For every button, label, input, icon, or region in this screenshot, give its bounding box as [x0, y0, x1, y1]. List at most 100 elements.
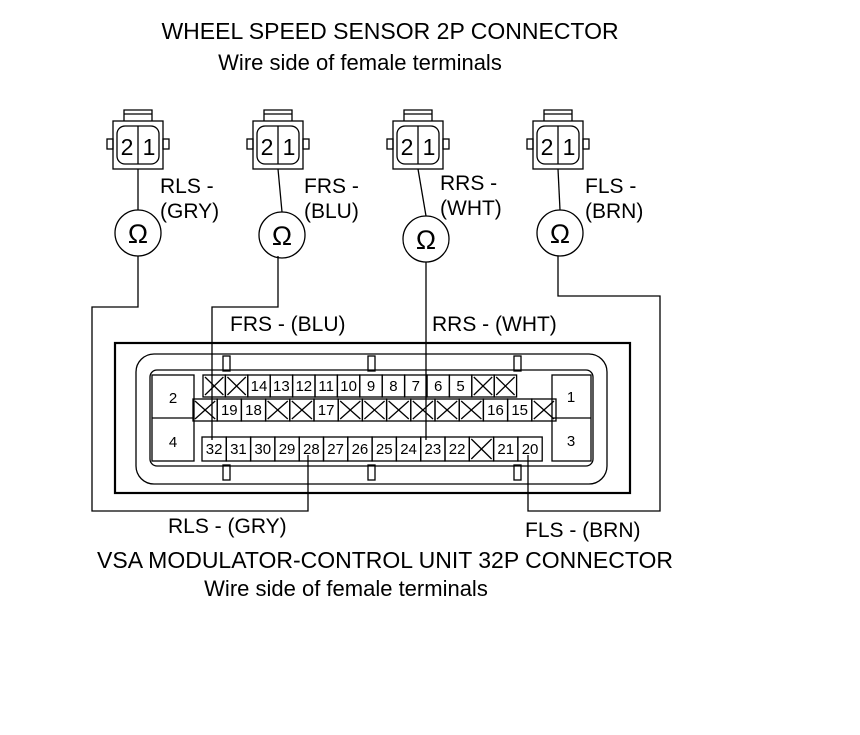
terminal-cell: 16 [482, 398, 509, 422]
module-terminal-face [149, 369, 594, 467]
terminal-cell: 8 [381, 374, 406, 398]
connector-key [513, 355, 522, 372]
terminal-number: 24 [400, 441, 417, 458]
empty-terminal-cell [264, 398, 291, 422]
terminal-cell: 11 [314, 374, 339, 398]
terminal-number: 14 [251, 378, 268, 395]
terminal-number: 27 [327, 441, 344, 458]
terminal-number: 6 [434, 378, 442, 395]
footer-title: VSA MODULATOR-CONTROL UNIT 32P CONNECTOR [97, 547, 673, 573]
terminal-number: 31 [230, 441, 247, 458]
terminal-number: 26 [352, 441, 369, 458]
terminal-cell: 22 [444, 436, 470, 462]
connector-key [367, 464, 376, 481]
terminal-cell: 10 [336, 374, 361, 398]
empty-terminal-cell [493, 374, 518, 398]
sensor-name-label: FLS - [585, 175, 636, 198]
terminal-number: 30 [254, 441, 271, 458]
module-outer-frame [113, 341, 632, 495]
terminal-number: 19 [221, 402, 238, 419]
terminal-number: 25 [376, 441, 393, 458]
terminal-cell: 31 [225, 436, 252, 462]
terminal-number: 12 [295, 378, 312, 395]
terminal-number: 23 [425, 441, 442, 458]
terminal-cell: 7 [403, 374, 428, 398]
terminal-number: 5 [456, 378, 464, 395]
ohmmeter-icon [258, 211, 306, 259]
side-terminal-br: 3 [567, 433, 575, 450]
terminal-cell: 26 [347, 436, 373, 462]
terminal-cell: 24 [395, 436, 422, 462]
connector-key [222, 464, 231, 481]
empty-terminal-cell [224, 374, 249, 398]
terminal-cell: 5 [448, 374, 473, 398]
connector-key [222, 355, 231, 372]
terminal-number: 9 [367, 378, 375, 395]
wire-fls [527, 256, 661, 512]
terminal-cell: 20 [517, 436, 543, 462]
terminal-number: 22 [449, 441, 466, 458]
terminal-number: 32 [206, 441, 223, 458]
side-terminal-bl: 4 [169, 434, 177, 451]
sensor-pin-1: 1 [143, 134, 156, 160]
empty-terminal-cell [531, 398, 557, 422]
ohmmeter-icon [536, 209, 584, 257]
terminal-cell: 27 [322, 436, 349, 462]
sensor-color-label: (GRY) [160, 200, 219, 223]
terminal-number: 16 [487, 402, 504, 419]
empty-terminal-cell [337, 398, 364, 422]
empty-terminal-cell [410, 398, 436, 422]
ohm-symbol: Ω [128, 219, 148, 249]
sensor-pin-2: 2 [541, 134, 554, 160]
sensor-latch [403, 109, 433, 121]
terminal-cell: 14 [247, 374, 271, 398]
terminal-cell: 25 [371, 436, 398, 462]
terminal-number: 21 [497, 441, 514, 458]
sensor-name-label: FRS - [304, 175, 359, 198]
wire-frs [211, 256, 279, 440]
terminal-number: 18 [245, 402, 262, 419]
empty-terminal-cell [289, 398, 315, 422]
connector-key [367, 355, 376, 372]
ohm-symbol: Ω [416, 225, 436, 255]
terminal-cell: 13 [269, 374, 294, 398]
terminal-cell: 6 [426, 374, 451, 398]
wire-label-fls: FLS - (BRN) [525, 519, 641, 542]
terminal-number: 28 [303, 441, 320, 458]
terminal-cell: 9 [359, 374, 383, 398]
sensor-pin-1: 1 [563, 134, 576, 160]
header-title: WHEEL SPEED SENSOR 2P CONNECTOR [161, 18, 618, 44]
terminal-number: 11 [318, 378, 334, 395]
terminal-cell: 28 [298, 436, 325, 462]
empty-terminal-cell [361, 398, 388, 422]
module-inner-shell [135, 353, 608, 485]
sensor-latch [123, 109, 153, 121]
terminal-cell: 15 [506, 398, 533, 422]
sensor-color-label: (BLU) [304, 200, 359, 223]
empty-terminal-cell [471, 374, 495, 398]
connector-key [513, 464, 522, 481]
terminal-number: 17 [318, 402, 335, 419]
wire-label-rrs: RRS - (WHT) [432, 313, 557, 336]
terminal-cell: 30 [249, 436, 276, 462]
terminal-cell: 21 [492, 436, 519, 462]
terminal-number: 7 [412, 378, 420, 395]
terminal-cell: 12 [291, 374, 316, 398]
terminal-cell: 18 [240, 398, 267, 422]
terminal-cell: 17 [313, 398, 339, 422]
wire-label-frs: FRS - (BLU) [230, 313, 346, 336]
sensor-pin-2: 2 [401, 134, 414, 160]
ohm-symbol: Ω [272, 221, 292, 251]
empty-terminal-cell [468, 436, 495, 462]
side-terminal-tr: 1 [567, 389, 575, 406]
terminal-cell: 29 [274, 436, 300, 462]
terminal-cell: 19 [216, 398, 243, 422]
sensor-pin-1: 1 [423, 134, 436, 160]
